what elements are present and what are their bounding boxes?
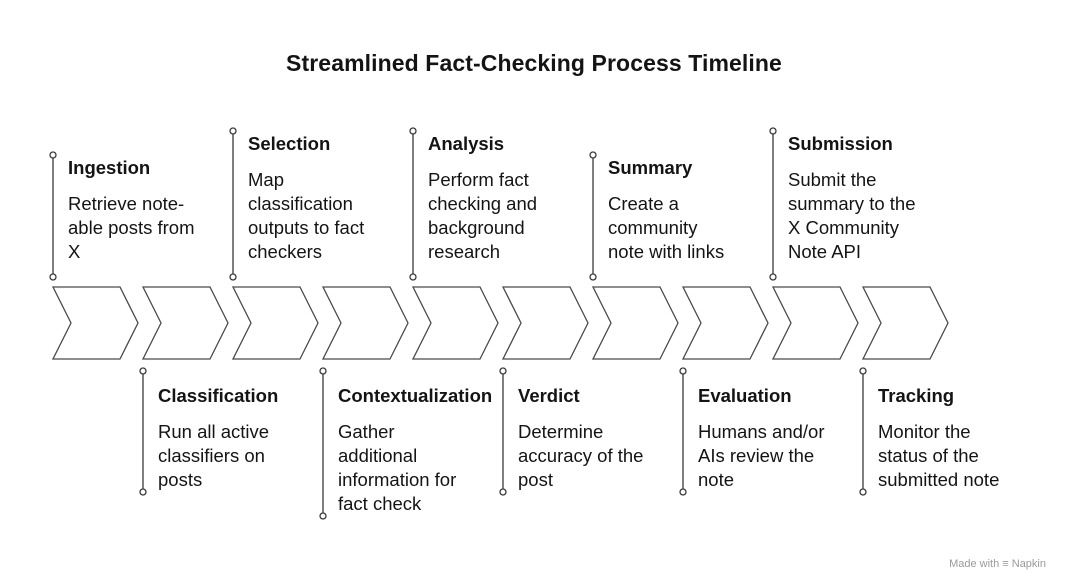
diagram-title: Streamlined Fact-Checking Process Timeli… [286, 50, 782, 76]
step-ingestion: Ingestion Retrieve note- able posts from… [68, 156, 243, 264]
step-description: Humans and/or AIs review the note [698, 421, 825, 490]
step-title: Classification [158, 385, 279, 406]
step-verdict: Verdict Determine accuracy of the post [518, 384, 693, 492]
chevron-3 [231, 286, 319, 360]
step-evaluation: Evaluation Humans and/or AIs review the … [698, 384, 873, 492]
chevron-5 [411, 286, 499, 360]
step-title: Tracking [878, 385, 955, 406]
step-contextualization: Contextualization Gather additional info… [338, 384, 513, 516]
connector-dot-top-selection [229, 127, 237, 135]
chevron-1 [51, 286, 139, 360]
step-submission: Submission Submit the summary to the X C… [788, 132, 963, 264]
step-selection: Selection Map classification outputs to … [248, 132, 423, 264]
step-description: Gather additional information for fact c… [338, 421, 457, 514]
step-title: Analysis [428, 133, 505, 154]
chevron-8 [681, 286, 769, 360]
step-title: Evaluation [698, 385, 792, 406]
connector-dot-bottom-contextualization [319, 512, 327, 520]
made-with-footer: Made with ≡ Napkin [949, 558, 1046, 570]
connector-dot-bottom-summary [589, 273, 597, 281]
connector-dot-top-verdict [499, 367, 507, 375]
step-title: Verdict [518, 385, 580, 406]
napkin-logo-icon: ≡ [1002, 558, 1009, 570]
connector-dot-bottom-ingestion [49, 273, 57, 281]
step-analysis: Analysis Perform fact checking and backg… [428, 132, 603, 264]
connector-dot-top-contextualization [319, 367, 327, 375]
chevron-10 [861, 286, 949, 360]
connector-dot-bottom-verdict [499, 488, 507, 496]
chevron-9 [771, 286, 859, 360]
made-with-label: Made with [949, 558, 1000, 570]
connector-dot-bottom-tracking [859, 488, 867, 496]
step-summary: Summary Create a community note with lin… [608, 156, 783, 264]
step-title: Ingestion [68, 157, 151, 178]
connector-dot-top-submission [769, 127, 777, 135]
step-description: Submit the summary to the X Community No… [788, 169, 916, 262]
brand-name: Napkin [1011, 558, 1046, 570]
step-description: Create a community note with links [608, 193, 725, 262]
connector-dot-bottom-submission [769, 273, 777, 281]
connector-dot-top-tracking [859, 367, 867, 375]
chevron-6 [501, 286, 589, 360]
connector-dot-bottom-evaluation [679, 488, 687, 496]
connector-dot-bottom-analysis [409, 273, 417, 281]
step-description: Map classification outputs to fact check… [248, 169, 365, 262]
step-classification: Classification Run all active classifier… [158, 384, 333, 492]
connector-dot-top-ingestion [49, 151, 57, 159]
connector-dot-bottom-classification [139, 488, 147, 496]
step-title: Summary [608, 157, 693, 178]
connector-dot-top-evaluation [679, 367, 687, 375]
step-title: Submission [788, 133, 893, 154]
connector-dot-top-summary [589, 151, 597, 159]
connector-dot-bottom-selection [229, 273, 237, 281]
step-description: Run all active classifiers on posts [158, 421, 270, 490]
step-description: Retrieve note- able posts from X [68, 193, 195, 262]
connector-dot-top-classification [139, 367, 147, 375]
step-description: Perform fact checking and background res… [428, 169, 538, 262]
connector-dot-top-analysis [409, 127, 417, 135]
step-title: Selection [248, 133, 331, 154]
step-description: Determine accuracy of the post [518, 421, 644, 490]
chevron-4 [321, 286, 409, 360]
step-title: Contextualization [338, 385, 493, 406]
chevron-7 [591, 286, 679, 360]
chevron-2 [141, 286, 229, 360]
step-tracking: Tracking Monitor the status of the submi… [878, 384, 1053, 492]
step-description: Monitor the status of the submitted note [878, 421, 1000, 490]
